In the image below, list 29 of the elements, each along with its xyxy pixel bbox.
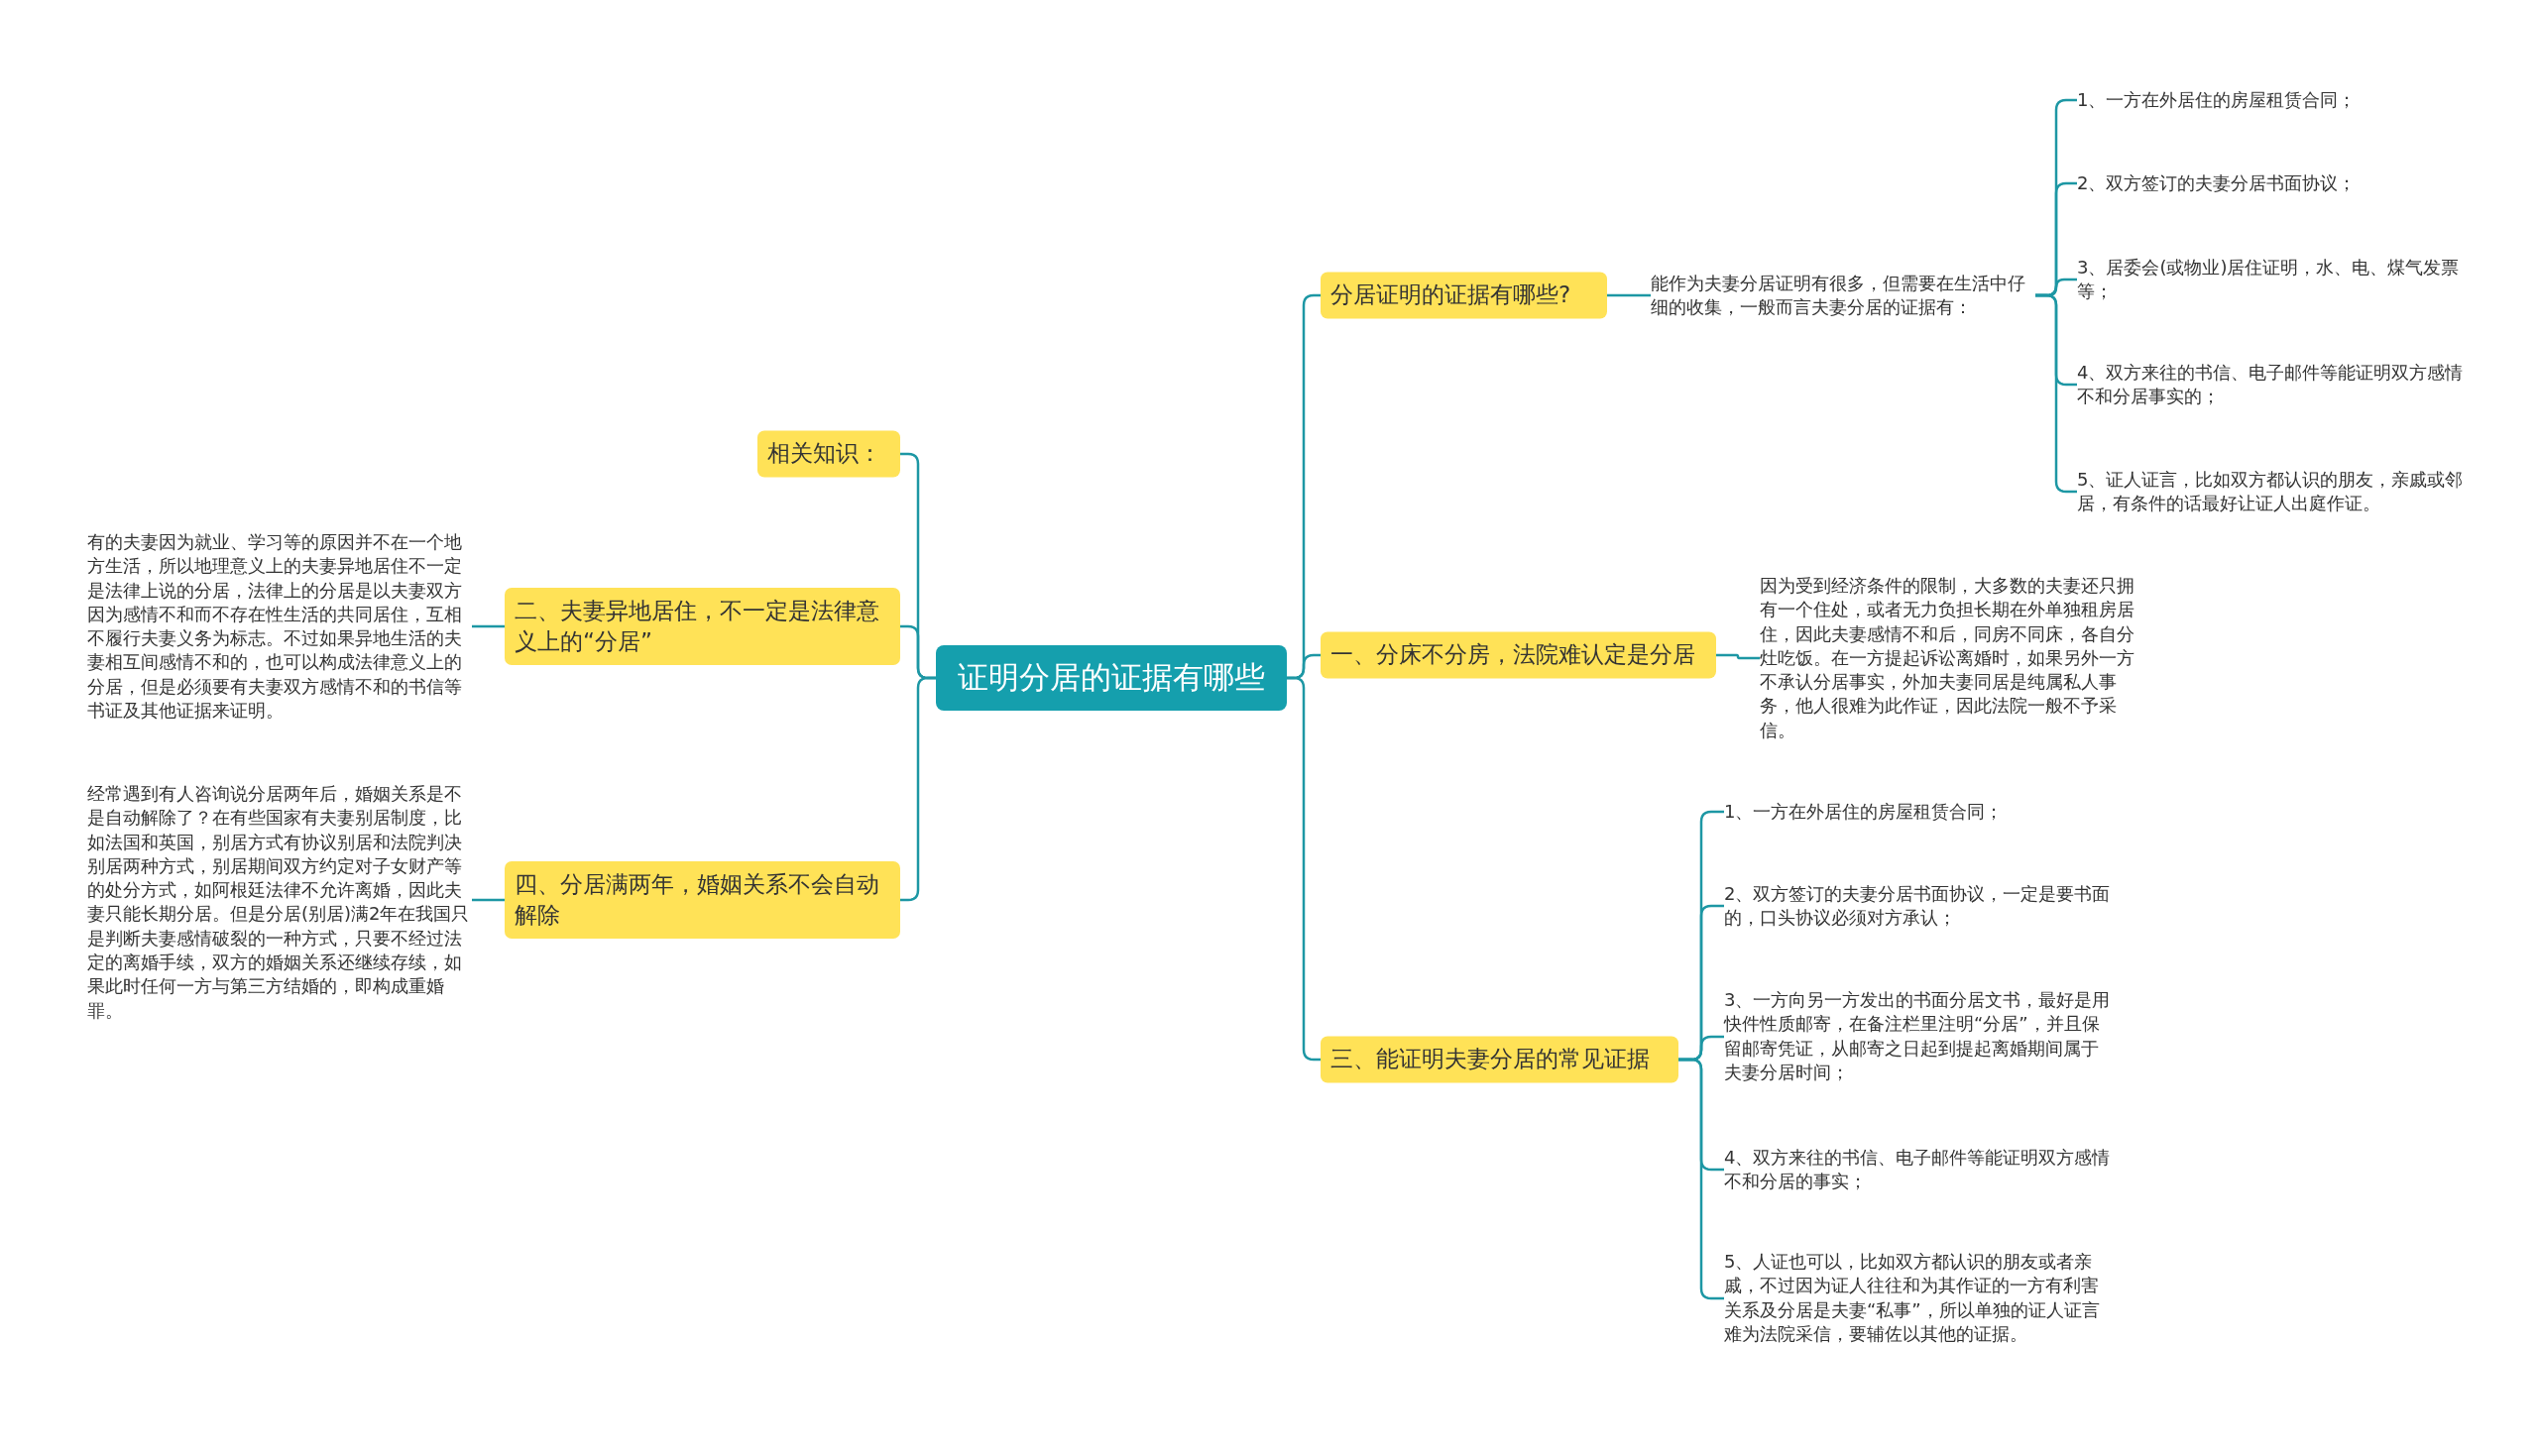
note-text: 经常遇到有人咨询说分居两年后，婚姻关系是不是自动解除了？在有些国家有夫妻别居制度，比如法国和英国，别居方式有协议别居和法院判决别居两种方式，别居期间双方约定对子女财产等的处分方式，如阿根廷法律不允许离婚，因此夫妻只能长期分居。但是分居(别居)满2年在我国只是判断夫妻感情破裂的一种方式，只要不经过法定的离婚手续，双方的婚姻关系还继续存续，如果此时任何一方与第三方结婚的，即构成重婚罪。 [87,781,472,1023]
note-text: 2、双方签订的夫妻分居书面协议； [2077,170,2474,196]
connector-line [472,624,505,628]
note-text: 4、双方来往的书信、电子邮件等能证明双方感情不和分居事实的； [2077,360,2474,409]
note-text: 2、双方签订的夫妻分居书面协议，一定是要书面的，口头协议必须对方承认； [1724,881,2111,931]
connector-line [900,676,936,902]
topic-box: 一、分床不分房，法院难认定是分居 [1321,631,1716,679]
note-text: 因为受到经济条件的限制，大多数的夫妻还只拥有一个住处，或者无力负担长期在外单独租房居住，因此夫妻感情不和后，同房不同床，各自分灶吃饭。在一方提起诉讼离婚时，如果另外一方不承认分居事实，外加夫妻同居是纯属私人事务，他人很难为此作证，因此法院一般不予采信。 [1760,573,2146,743]
topic-box: 二、夫妻异地居住，不一定是法律意义上的“分居” [505,587,900,666]
note-text: 5、人证也可以，比如双方都认识的朋友或者亲戚，不过因为证人往往和为其作证的一方有利害关系及分居是夫妻“私事”，所以单独的证人证言难为法院采信，要辅佐以其他的证据。 [1724,1250,2111,1347]
note-text: 1、一方在外居住的房屋租赁合同； [2077,87,2474,113]
connector-line [1716,653,1760,660]
note-text: 能作为夫妻分居证明有很多，但需要在生活中仔细的收集，一般而言夫妻分居的证据有： [1651,271,2035,320]
connector-line [1678,1058,1724,1300]
note-text: 5、证人证言，比如双方都认识的朋友，亲戚或邻居，有条件的话最好让证人出庭作证。 [2077,467,2474,516]
note-text: 4、双方来往的书信、电子邮件等能证明双方感情不和分居的事实； [1724,1145,2111,1194]
connector-line [1607,293,1651,297]
note-text: 1、一方在外居住的房屋租赁合同； [1724,799,2111,825]
connector-line [2035,293,2077,494]
note-text: 3、一方向另一方发出的书面分居文书，最好是用快件性质邮寄，在备注栏里注明“分居”，并且保留邮寄凭证，从邮寄之日起到提起离婚期间属于夫妻分居时间； [1724,988,2111,1085]
connector-line [472,898,505,902]
note-text: 有的夫妻因为就业、学习等的原因并不在一个地方生活，所以地理意义上的夫妻异地居住不一定是法律上说的分居，法律上的分居是以夫妻双方因为感情不和而不存在性生活的共同居住，互相不履行夫妻义务为标志。不过如果异地生活的夫妻相互间感情不和的，也可以构成法律意义上的分居，但是必须要有夫妻双方感情不和的书信等书证及其他证据来证明。 [87,529,472,724]
topic-box: 四、分居满两年，婚姻关系不会自动解除 [505,860,900,940]
topic-box: 三、能证明夫妻分居的常见证据 [1321,1036,1678,1083]
connector-line [1287,676,1321,1062]
central-topic: 证明分居的证据有哪些 [936,645,1287,711]
topic-box: 分居证明的证据有哪些? [1321,272,1607,319]
topic-box: 相关知识： [757,430,900,478]
note-text: 3、居委会(或物业)居住证明，水、电、煤气发票等； [2077,255,2474,304]
